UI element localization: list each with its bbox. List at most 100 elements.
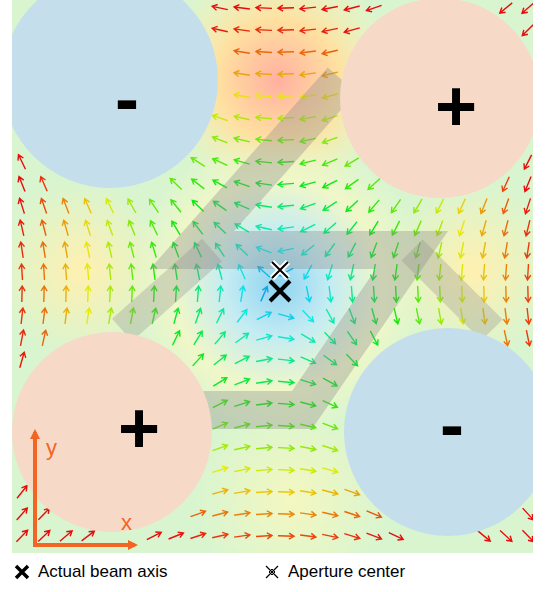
field-arrow xyxy=(60,531,72,541)
field-arrow xyxy=(85,264,91,280)
field-arrow xyxy=(235,378,250,385)
field-arrow xyxy=(256,511,272,517)
beam-markers xyxy=(270,262,290,301)
field-arrow xyxy=(150,221,158,235)
field-arrow xyxy=(213,136,228,143)
field-arrow xyxy=(346,179,359,188)
field-arrow xyxy=(301,334,315,342)
field-arrow xyxy=(63,308,69,324)
field-arrow xyxy=(322,468,337,474)
field-arrow xyxy=(19,308,25,324)
field-arrow xyxy=(300,49,316,55)
field-arrow xyxy=(301,224,315,232)
field-arrow xyxy=(300,490,316,496)
field-arrow xyxy=(18,220,24,236)
field-arrow xyxy=(344,28,359,34)
field-arrow xyxy=(502,199,509,214)
field-arrow xyxy=(323,159,338,166)
field-arrow xyxy=(63,242,69,258)
field-arrow xyxy=(525,286,531,302)
field-arrow xyxy=(19,264,25,280)
field-arrow xyxy=(256,357,272,363)
field-arrow xyxy=(17,486,27,499)
field-arrow xyxy=(261,287,268,302)
electrode-circle: + xyxy=(12,332,212,532)
field-arrow xyxy=(191,510,206,517)
field-arrow xyxy=(234,93,250,99)
field-arrow xyxy=(107,264,113,280)
field-arrow xyxy=(524,220,530,236)
field-arrow xyxy=(212,26,228,32)
field-arrow xyxy=(300,182,315,188)
field-arrow xyxy=(256,49,272,55)
field-arrow xyxy=(84,199,91,214)
field-arrow xyxy=(256,115,272,121)
watermark-band xyxy=(122,250,492,330)
field-arrow xyxy=(171,200,181,212)
field-arrow xyxy=(235,356,249,364)
field-arrow xyxy=(522,24,533,35)
field-arrow xyxy=(367,511,382,518)
field-arrow xyxy=(212,532,228,538)
field-arrow xyxy=(300,71,316,77)
field-arrow xyxy=(40,220,46,235)
field-arrow xyxy=(63,264,69,280)
field-arrow xyxy=(195,308,201,323)
field-arrow xyxy=(19,242,25,258)
field-arrow xyxy=(523,508,533,520)
field-arrow xyxy=(190,532,205,538)
field-arrow xyxy=(306,286,312,302)
field-arrow xyxy=(234,71,250,77)
field-arrow xyxy=(170,178,181,189)
field-arrow xyxy=(108,308,114,324)
field-arrow xyxy=(416,308,422,324)
field-arrow xyxy=(278,314,293,320)
field-arrow xyxy=(128,221,135,236)
field-arrow xyxy=(301,203,316,210)
axis-label: x xyxy=(121,512,132,534)
field-arrow xyxy=(345,489,360,496)
field-arrow xyxy=(367,533,382,540)
field-arrow xyxy=(326,309,334,323)
field-arrow xyxy=(212,510,227,516)
field-arrow xyxy=(40,177,47,192)
field-arrow xyxy=(524,155,532,169)
field-arrow xyxy=(300,5,316,11)
field-arrow xyxy=(391,199,400,212)
field-arrow xyxy=(303,310,314,322)
field-arrow xyxy=(234,114,250,120)
legend-text: Aperture center xyxy=(288,563,405,580)
field-arrow xyxy=(327,286,333,302)
field-arrow xyxy=(278,5,294,11)
field-arrow xyxy=(458,220,464,235)
field-arrow xyxy=(502,177,509,192)
field-arrow xyxy=(300,511,316,517)
field-arrow xyxy=(234,136,250,142)
field-arrow xyxy=(323,202,337,211)
field-arrow xyxy=(174,308,180,323)
field-arrow xyxy=(322,446,337,452)
field-arrow xyxy=(394,308,400,324)
field-arrow xyxy=(84,220,90,235)
field-arrow xyxy=(18,155,26,169)
field-arrow xyxy=(256,5,272,11)
field-arrow xyxy=(192,179,205,189)
field-arrow xyxy=(415,286,421,302)
field-arrow xyxy=(344,534,359,540)
field-arrow xyxy=(217,286,223,302)
field-arrow xyxy=(234,489,250,495)
field-arrow xyxy=(459,242,465,258)
field-arrow xyxy=(256,27,272,33)
field-arrow xyxy=(42,330,48,346)
field-arrow xyxy=(234,27,250,33)
field-arrow xyxy=(481,264,487,280)
field-arrow xyxy=(17,508,28,520)
field-arrow xyxy=(38,531,50,542)
field-arrow xyxy=(323,180,337,188)
field-arrow xyxy=(129,264,135,280)
field-arrow xyxy=(278,27,294,33)
field-arrow xyxy=(192,200,203,211)
field-arrow xyxy=(504,330,510,346)
field-arrow xyxy=(480,220,486,235)
